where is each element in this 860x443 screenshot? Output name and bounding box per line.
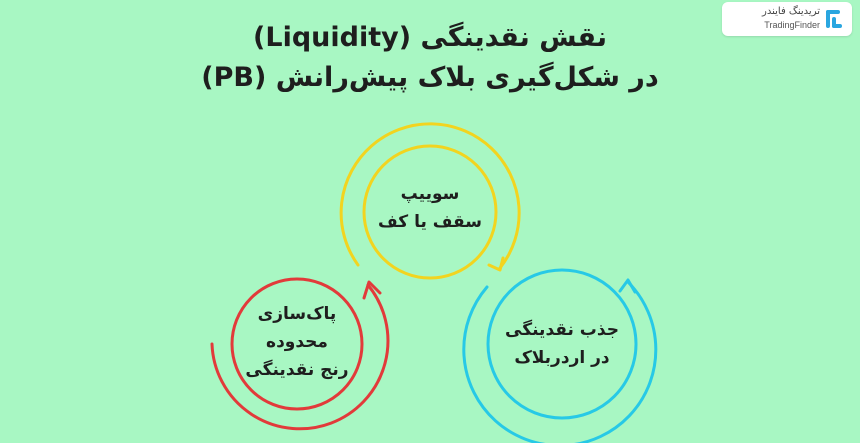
title-line-2: در شکل‌گیری بلاک پیش‌رانش (PB) [201,62,659,93]
node-clear-label: پاک‌سازی محدوده رنج نقدینگی [217,300,377,384]
node-clear-inner-circle [230,277,364,411]
node-sweep-label: سوییپ سقف یا کف [350,180,510,236]
node-absorb-outer-arc [462,280,658,443]
node-sweep-line-2: سقف یا کف [378,212,482,232]
node-clear-line-1: پاک‌سازی [257,304,337,324]
node-absorb-inner-circle [486,268,638,420]
arrow-head-red [362,280,382,300]
node-clear-line-2: محدوده [266,332,328,352]
node-absorb-line-1: جذب نقدینگی [505,320,619,340]
node-absorb-label: جذب نقدینگی در اردربلاک [482,316,642,372]
node-sweep-inner-circle [362,144,498,280]
logo-text-fa: تریدینگ فایندر [762,6,820,17]
node-clear-outer-arc [210,283,390,431]
title-line-1: نقش نقدینگی (Liquidity) [253,22,607,53]
node-absorb-line-2: در اردربلاک [514,348,610,368]
node-sweep-outer-arc [339,122,521,270]
node-sweep-line-1: سوییپ [400,184,460,204]
arrow-head-yellow [487,256,505,272]
logo-text-en: TradingFinder [764,20,820,30]
page-title: نقش نقدینگی (Liquidity) در شکل‌گیری بلاک… [0,18,860,98]
arrow-head-cyan [618,278,637,294]
brand-logo: تریدینگ فایندر TradingFinder [722,2,852,36]
node-clear-line-3: رنج نقدینگی [245,360,349,380]
tradingfinder-logo-icon [826,10,842,28]
